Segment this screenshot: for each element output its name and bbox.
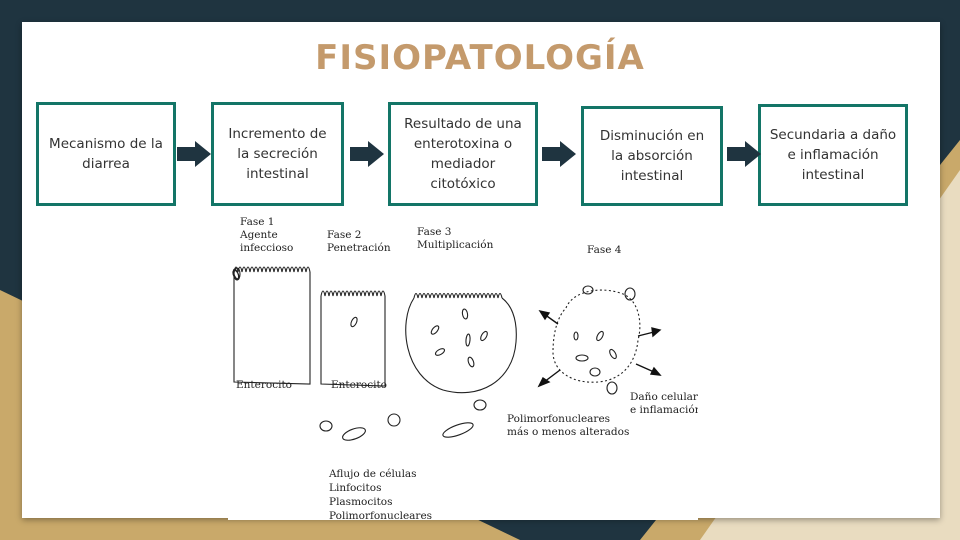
influx-note-4: Polimorfonucleares: [329, 510, 432, 520]
flow-arrow-3-icon: [542, 141, 576, 167]
phase4-label: Fase 4: [587, 244, 622, 256]
flow-arrow-2-icon: [350, 141, 384, 167]
pathophysiology-figure: Fase 1 Agente infeccioso Fase 2 Penetrac…: [228, 212, 702, 522]
flow-box-4: Disminución en la absorción intestinal: [581, 106, 723, 206]
flow-box-1: Mecanismo de la diarrea: [36, 102, 176, 206]
inflammatory-cells: [319, 399, 487, 441]
phase3-sub: Multiplicación: [417, 239, 494, 251]
phase1-sub1: Agente: [239, 229, 278, 241]
polymorph-note-2: más o menos alterados: [507, 426, 629, 438]
flow-box-5: Secundaria a daño e inflamación intestin…: [758, 104, 908, 206]
phase2-label: Fase 2: [327, 229, 361, 241]
damage-arrows: [537, 309, 662, 388]
phase3-label: Fase 3: [417, 226, 451, 238]
agent-particle: [232, 269, 240, 281]
phase1-sub2: infeccioso: [240, 242, 293, 254]
figure-drawing: Fase 1 Agente infeccioso Fase 2 Penetrac…: [232, 216, 702, 522]
phase2-sub: Penetración: [327, 242, 391, 254]
influx-note-2: Linfocitos: [329, 482, 381, 494]
flow-arrow-1-icon: [177, 141, 211, 167]
flow-arrow-4-icon: [727, 141, 761, 167]
polymorph-note-1: Polimorfonucleares: [507, 413, 610, 425]
enterocyte-phase1: [232, 266, 311, 385]
slide-title: FISIOPATOLOGÍA: [315, 38, 645, 78]
enterocyte-label-1: Enterocito: [236, 379, 292, 391]
influx-note-1: Aflujo de células: [328, 468, 417, 480]
damage-note-1: Daño celular: [630, 391, 698, 403]
enterocyte-phase3: [405, 292, 517, 394]
flow-box-2: Incremento de la secreción intestinal: [211, 102, 344, 206]
flow-box-3: Resultado de una enterotoxina o mediador…: [388, 102, 538, 206]
enterocyte-phase2: [320, 290, 386, 387]
phase1-label: Fase 1: [240, 216, 274, 228]
damage-note-2: e inflamación: [630, 404, 698, 416]
influx-note-3: Plasmocitos: [329, 496, 393, 508]
enterocyte-phase4: [552, 285, 641, 395]
enterocyte-label-2: Enterocito: [331, 379, 387, 391]
